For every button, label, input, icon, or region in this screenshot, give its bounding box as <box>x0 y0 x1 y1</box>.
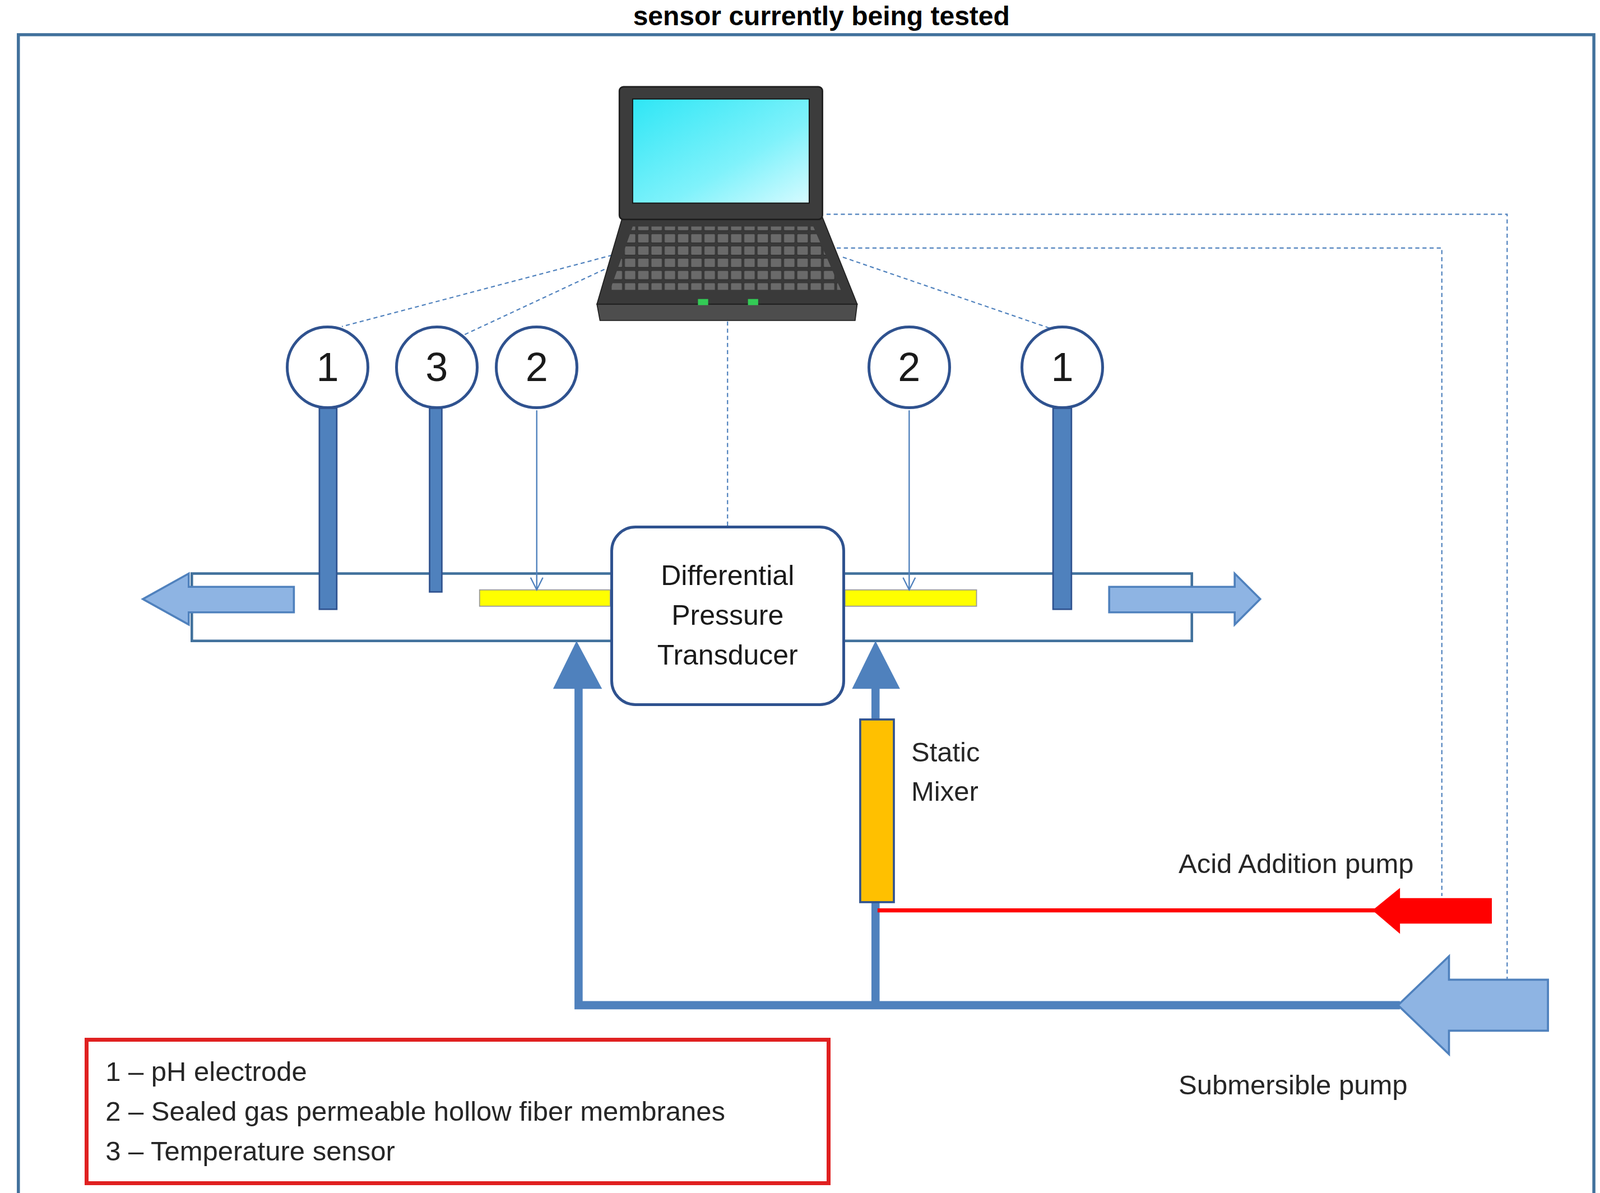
membrane <box>845 590 977 607</box>
node-text: 3 <box>425 346 448 388</box>
ph-electrode <box>319 407 337 610</box>
node-text: 1 <box>1050 346 1074 388</box>
node-text: 1 <box>316 346 339 388</box>
callout-circle: 2 <box>867 325 952 410</box>
ph-electrode <box>1053 407 1072 610</box>
legend-entry: 2 – Sealed gas permeable hollow fiber me… <box>105 1091 810 1132</box>
laptop <box>596 86 857 321</box>
pump-arrow <box>1397 956 1548 1055</box>
acid-arrow <box>1372 887 1492 934</box>
part-label: Acid Addition pump <box>1178 843 1414 884</box>
feed-arrowhead <box>553 641 602 690</box>
outflow-arrow <box>142 573 294 625</box>
callout-circle: 1 <box>1020 325 1105 410</box>
part-label: Static Mixer <box>911 732 981 811</box>
legend-entry: 1 – pH electrode <box>105 1051 810 1092</box>
callout-circle: 3 <box>395 325 479 410</box>
node-text: 2 <box>897 346 921 388</box>
node-text: 2 <box>525 346 549 388</box>
feed-arrowhead <box>851 641 901 690</box>
temperature-probe <box>429 407 443 592</box>
outer-frame <box>18 34 1594 1193</box>
part-label: Submersible pump <box>1178 1065 1408 1105</box>
callout-circle: 2 <box>494 325 579 410</box>
membrane <box>479 590 611 607</box>
legend-box: 1 – pH electrode2 – Sealed gas permeable… <box>84 1037 831 1186</box>
static-mixer <box>860 719 894 903</box>
callout-circle: 1 <box>285 325 370 410</box>
process-box: Differential Pressure Transducer <box>610 525 846 707</box>
feed-pipe <box>578 685 1400 1006</box>
node-text: Differential Pressure Transducer <box>657 555 799 676</box>
acid-line <box>877 908 1378 913</box>
title-text: sensor currently being tested <box>633 1 1010 32</box>
outflow-arrow <box>1109 573 1260 625</box>
legend-entry: 3 – Temperature sensor <box>105 1131 810 1172</box>
